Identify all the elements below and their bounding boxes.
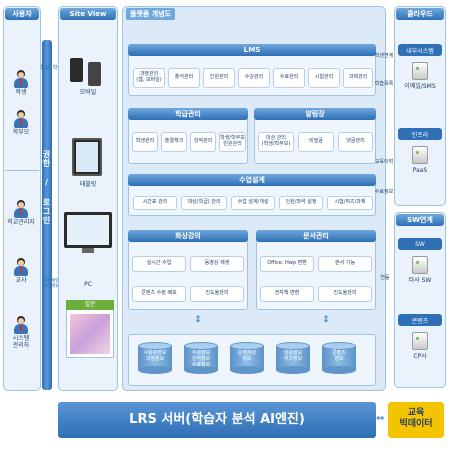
sw-server-icon <box>412 256 428 274</box>
db-survey: 설문정보 퀴즈정보 <box>276 342 310 374</box>
video-item-content: 콘텐츠 수정 배포 <box>132 286 186 302</box>
student-label: 학생 <box>15 89 27 96</box>
mobile-icon <box>70 58 83 82</box>
infra-server-icon <box>412 146 428 164</box>
document-item-board: 판서 기능 <box>318 256 372 272</box>
notice-item-comment: 댓글관리 <box>338 132 373 152</box>
class-design-item-open: 수업 설계/개설 <box>231 196 275 210</box>
lms-title: LMS <box>128 44 376 56</box>
site-view-title: Site View <box>60 8 116 20</box>
side-label-completion: 수료정보 <box>374 189 394 195</box>
document-item-convert: Office, Hwp 변환 <box>260 256 314 272</box>
parent-icon <box>13 110 29 128</box>
lms-item-attendance: 출석관리 <box>168 68 200 88</box>
lms-item-personnel: 인원관리 <box>203 68 235 88</box>
side-label-student-link: 학생연계 <box>374 53 394 59</box>
lms-item-exam: 시험관리 <box>308 68 340 88</box>
document-item-progress: 진도율관리 <box>318 286 372 302</box>
video-item-playback: 동영상 재생 <box>190 256 244 272</box>
notice-item-secret: 비밀글 <box>298 132 334 152</box>
contents-item: CP사 <box>413 353 427 360</box>
db-content: 콘텐츠 정보 <box>322 342 356 374</box>
lms-item-assignment: 과제관리 <box>343 68 373 88</box>
pc-stand <box>82 248 94 253</box>
survey-image <box>70 314 110 354</box>
users-divider <box>5 170 39 171</box>
contents-label: 콘텐츠 <box>398 314 442 326</box>
arrow-doc-db: ⇕ <box>322 315 330 325</box>
school-title: 학급관리 <box>128 108 248 120</box>
contents-server-icon <box>412 332 428 350</box>
class-design-title: 수업설계 <box>128 174 376 186</box>
school-admin-icon <box>13 200 29 218</box>
db-enrollment: 수강정보 성적정보 수료정보 <box>184 342 218 374</box>
login-side-top: 통교, 학습 <box>40 65 62 71</box>
video-item-progress: 진도율관리 <box>190 286 244 302</box>
student-icon <box>13 70 29 88</box>
db-user-course: 사용자정보 과정정보 <box>138 342 172 374</box>
school-item-complaints: 학생/학부모 민원관리 <box>219 132 246 152</box>
sw-label: SW <box>398 238 442 250</box>
pc-label: PC <box>84 281 92 288</box>
teacher-icon <box>13 258 29 276</box>
teacher-label: 교사 <box>15 277 27 284</box>
document-item-ebook: 전자책 변환 <box>260 286 314 302</box>
bigdata-box: 교육 빅데이터 <box>388 402 444 438</box>
side-label-link: 연동 <box>380 275 390 281</box>
school-item-grades: 성적관리 <box>190 132 216 152</box>
class-design-item-seat: 인원/좌석 설정 <box>279 196 323 210</box>
tablet-screen <box>76 142 98 172</box>
video-title: 화상강의 <box>128 230 248 242</box>
school-item-student: 학생관리 <box>132 132 158 152</box>
notice-item-target: 대상 관리 (학생/학부모) <box>258 132 294 152</box>
sw-title: SW연계 <box>396 214 444 226</box>
cloud-infra: 인프라 <box>398 128 442 140</box>
notice-title: 알림장 <box>254 108 376 120</box>
login-bar <box>42 40 52 390</box>
cloud-internal: 내부시스템 <box>398 44 442 56</box>
platform-title: 플랫폼 개념도 <box>126 8 176 20</box>
pc-screen <box>67 215 109 245</box>
school-admin-label: 학교관리자 <box>7 219 35 226</box>
cloud-title: 클라우드 <box>396 8 444 20</box>
mobile-label: 모바일 <box>79 89 97 96</box>
lms-item-enroll: 수강관리 <box>238 68 270 88</box>
lrs-bar: LRS 서버(학습자 분석 AI엔진) <box>58 402 376 438</box>
lms-item-completion: 수료관리 <box>273 68 305 88</box>
users-title: 사용자 <box>5 8 39 20</box>
side-label-learning-list: 학습목록 <box>374 81 394 87</box>
arrow-lrs-bigdata: ⇔ <box>376 413 385 424</box>
system-admin-label: 시스템 관리자 <box>12 335 30 349</box>
mobile-icon-2 <box>88 62 101 86</box>
arrow-video-db: ⇕ <box>194 315 202 325</box>
login-side-mid: 수업계열 관련메뉴 <box>42 279 60 289</box>
db-resources: 운영자원 정보 <box>230 342 264 374</box>
class-design-item-target: 대상(학급) 관리 <box>181 196 227 210</box>
parent-label: 학부모 <box>12 129 30 136</box>
class-design-item-exam: 시험/퀴즈/과제 <box>327 196 373 210</box>
side-label-edu-history: 교육이력 <box>374 159 394 165</box>
sw-item: 타사 SW <box>408 277 432 284</box>
internal-server-icon <box>412 62 428 80</box>
video-item-live: 실시간 수업 <box>132 256 186 272</box>
system-admin-icon <box>13 316 29 334</box>
login-label: 권한 / 로그인 <box>42 150 51 225</box>
cloud-infra-item: PaaS <box>412 167 428 174</box>
class-design-item-timetable: 시간표 관리 <box>133 196 177 210</box>
survey-title: 설문 <box>66 300 114 310</box>
document-title: 문서관리 <box>256 230 376 242</box>
cloud-panel <box>394 6 446 206</box>
cloud-internal-item: 이메일/SMS <box>404 83 436 90</box>
school-item-attendance: 출결체크 <box>161 132 187 152</box>
tablet-label: 태블릿 <box>79 181 97 188</box>
lms-item-course: 과정관리 (웹, 모바일) <box>133 68 165 88</box>
